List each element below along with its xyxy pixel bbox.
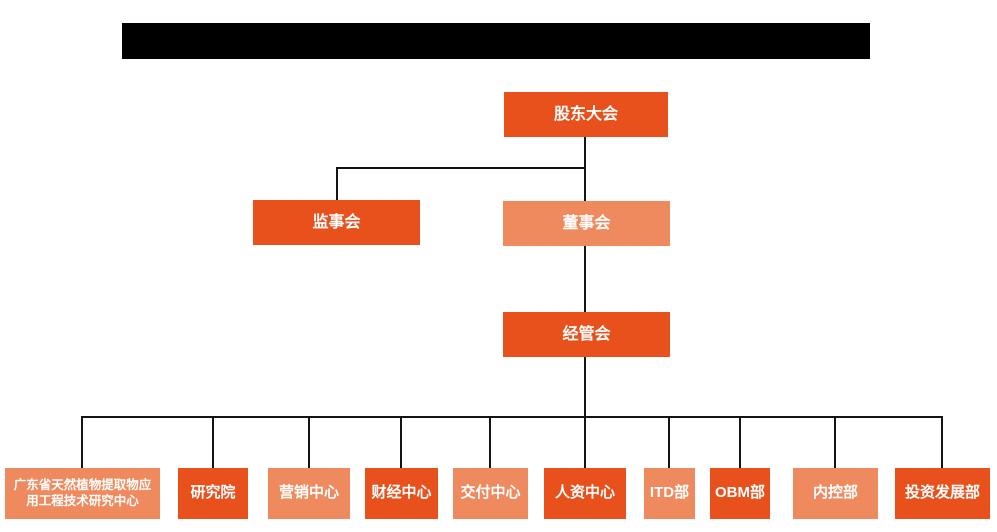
connector-root-down — [584, 137, 586, 202]
org-node-dept-hr-center: 人资中心 — [544, 468, 626, 519]
connector-drop-9 — [834, 416, 836, 468]
connector-drop-6 — [584, 416, 586, 468]
org-node-dept-finance-center: 财经中心 — [365, 468, 438, 519]
org-node-shareholders-meeting: 股东大会 — [504, 92, 668, 137]
connector-level2-horizontal — [336, 167, 586, 169]
org-node-dept-investment-development: 投资发展部 — [895, 468, 990, 519]
connector-drop-10 — [941, 416, 943, 468]
org-node-dept-obm: OBM部 — [710, 468, 770, 519]
redacted-title-bar — [122, 23, 870, 59]
org-node-dept-delivery-center: 交付中心 — [453, 468, 528, 519]
connector-drop-3 — [308, 416, 310, 468]
connector-drop-7 — [668, 416, 670, 468]
connector-management-down — [584, 357, 586, 417]
org-node-management-committee: 经管会 — [503, 312, 670, 357]
connector-drop-4 — [400, 416, 402, 468]
connector-drop-8 — [739, 416, 741, 468]
connector-supervisory-drop — [336, 167, 338, 201]
org-node-dept-internal-control: 内控部 — [793, 468, 878, 519]
connector-drop-1 — [81, 416, 83, 468]
org-node-board-of-directors: 董事会 — [503, 201, 670, 246]
connector-board-to-management — [584, 246, 586, 312]
org-node-dept-research-center: 广东省天然植物提取物应用工程技术研究中心 — [5, 468, 160, 519]
org-node-dept-research-institute: 研究院 — [178, 468, 248, 519]
org-node-dept-marketing-center: 营销中心 — [268, 468, 350, 519]
org-node-supervisory-board: 监事会 — [253, 200, 420, 245]
connector-drop-5 — [489, 416, 491, 468]
org-node-dept-itd: ITD部 — [644, 468, 695, 519]
connector-departments-horizontal — [81, 416, 943, 418]
connector-drop-2 — [212, 416, 214, 468]
